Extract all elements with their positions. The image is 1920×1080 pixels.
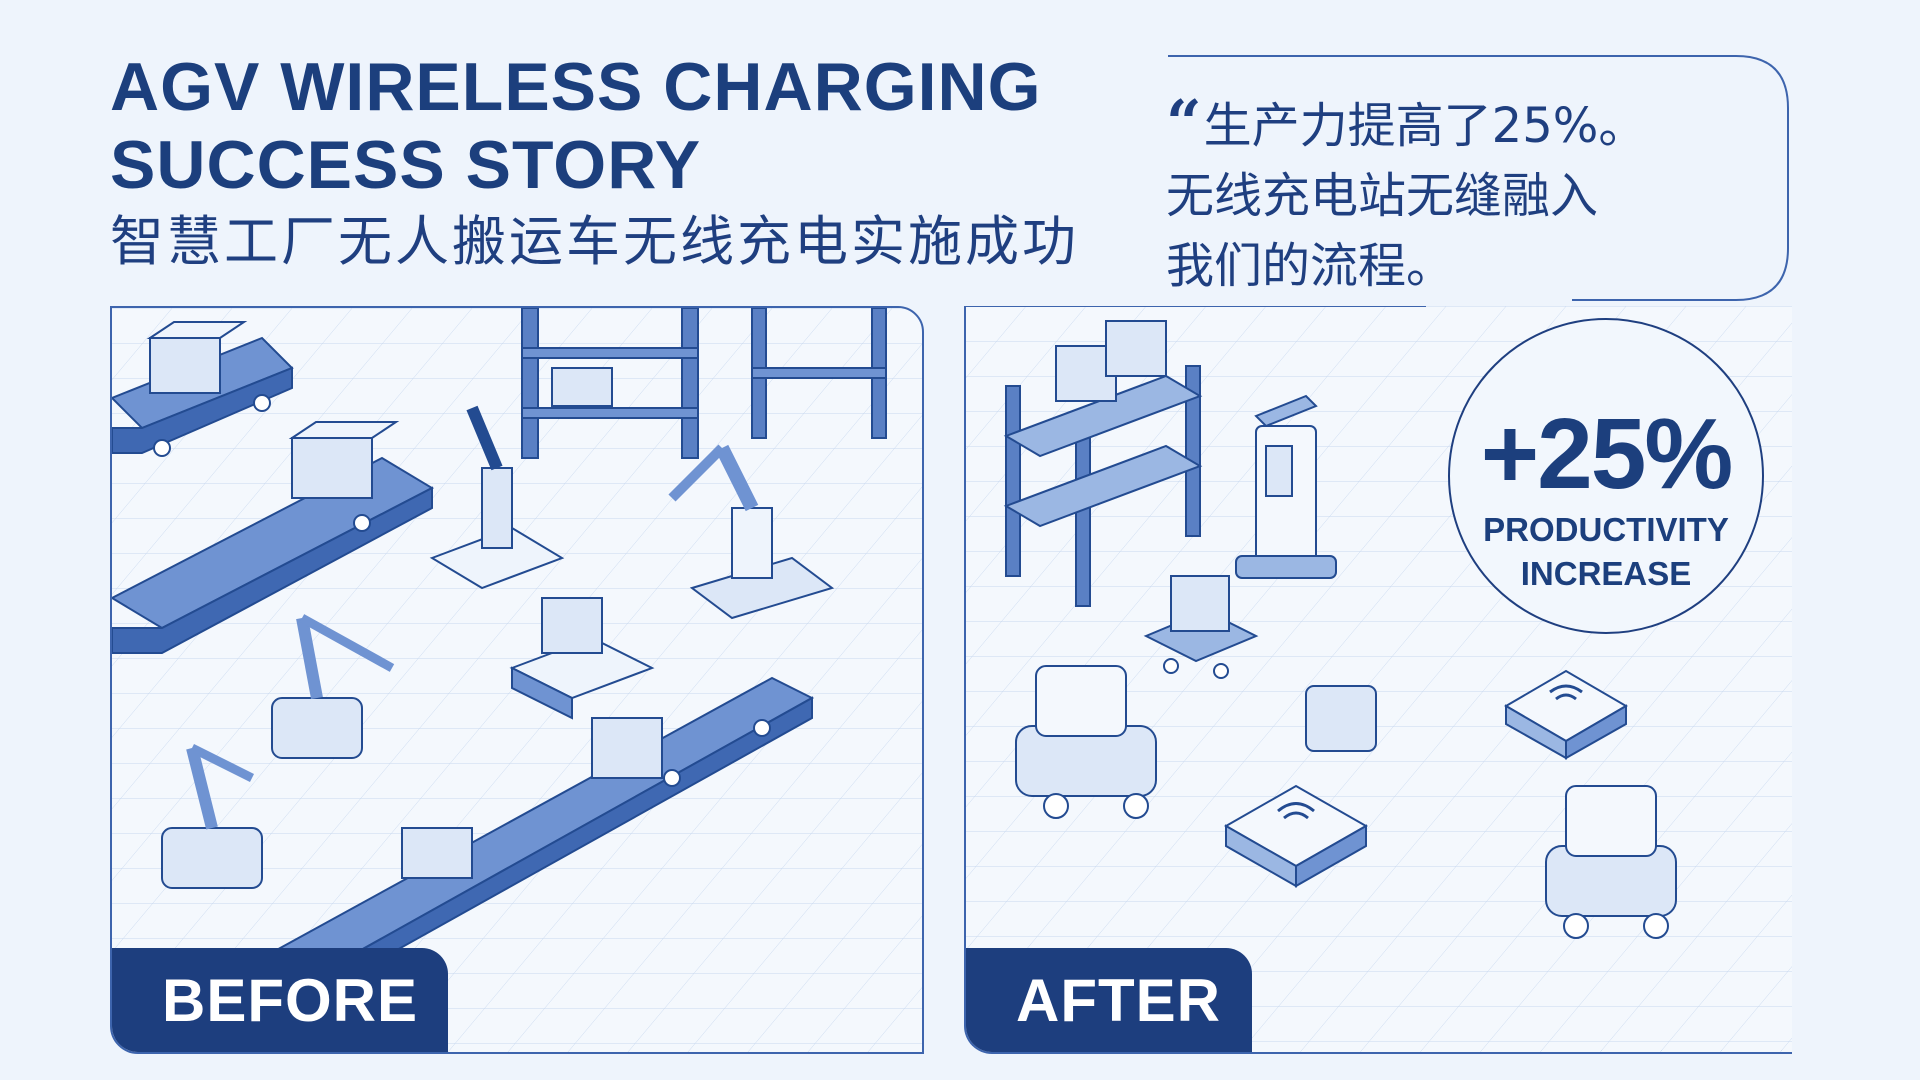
charging-station-icon: [1235, 394, 1337, 579]
productivity-value: +25%: [1480, 398, 1734, 510]
quote-line-2: 无线充电站无缝融入: [1166, 168, 1599, 224]
before-label: BEFORE: [112, 948, 448, 1052]
quote-line-3: 我们的流程。: [1166, 238, 1455, 294]
badge-label-line-2: INCREASE: [1520, 555, 1692, 592]
conveyor-middle-icon: [112, 421, 435, 654]
agv-cart-icon: [1143, 575, 1259, 679]
box-robot-icon: [1305, 685, 1377, 752]
productivity-badge: +25% PRODUCTIVITY INCREASE: [1448, 318, 1764, 634]
quote-frame: [1168, 55, 1789, 301]
title-line-2: SUCCESS STORY: [110, 127, 702, 203]
agv-cart-icon: [509, 597, 655, 720]
shelf-icon: [1003, 320, 1203, 607]
after-label: AFTER: [966, 948, 1252, 1052]
wireless-charging-pad-icon: [1504, 669, 1628, 760]
shelf-icon: [521, 308, 887, 459]
after-factory-illustration: [966, 306, 1792, 1052]
after-panel: AFTER: [964, 306, 1792, 1054]
badge-label-line-1: PRODUCTIVITY: [1483, 511, 1729, 548]
forklift-agv-icon: [1545, 785, 1677, 939]
before-panel: BEFORE: [110, 306, 924, 1054]
wireless-charging-pad-icon: [1223, 784, 1369, 888]
conveyor-top-icon: [112, 321, 294, 457]
title-line-1: AGV WIRELESS CHARGING: [110, 49, 1042, 125]
before-factory-illustration: [112, 308, 922, 1052]
page-title: AGV WIRELESS CHARGING SUCCESS STORY: [110, 48, 1042, 204]
page-subtitle: 智慧工厂无人搬运车无线充电实施成功: [110, 210, 1079, 273]
testimonial-quote: “生产力提高了25%。 无线充电站无缝融入 我们的流程。: [1166, 88, 1766, 301]
forklift-agv-icon: [1015, 665, 1157, 819]
quote-mark-icon: “: [1166, 86, 1202, 159]
quote-line-1: 生产力提高了25%。: [1203, 98, 1647, 154]
robot-arm-icon: [161, 405, 835, 889]
productivity-label: PRODUCTIVITY INCREASE: [1450, 508, 1762, 596]
